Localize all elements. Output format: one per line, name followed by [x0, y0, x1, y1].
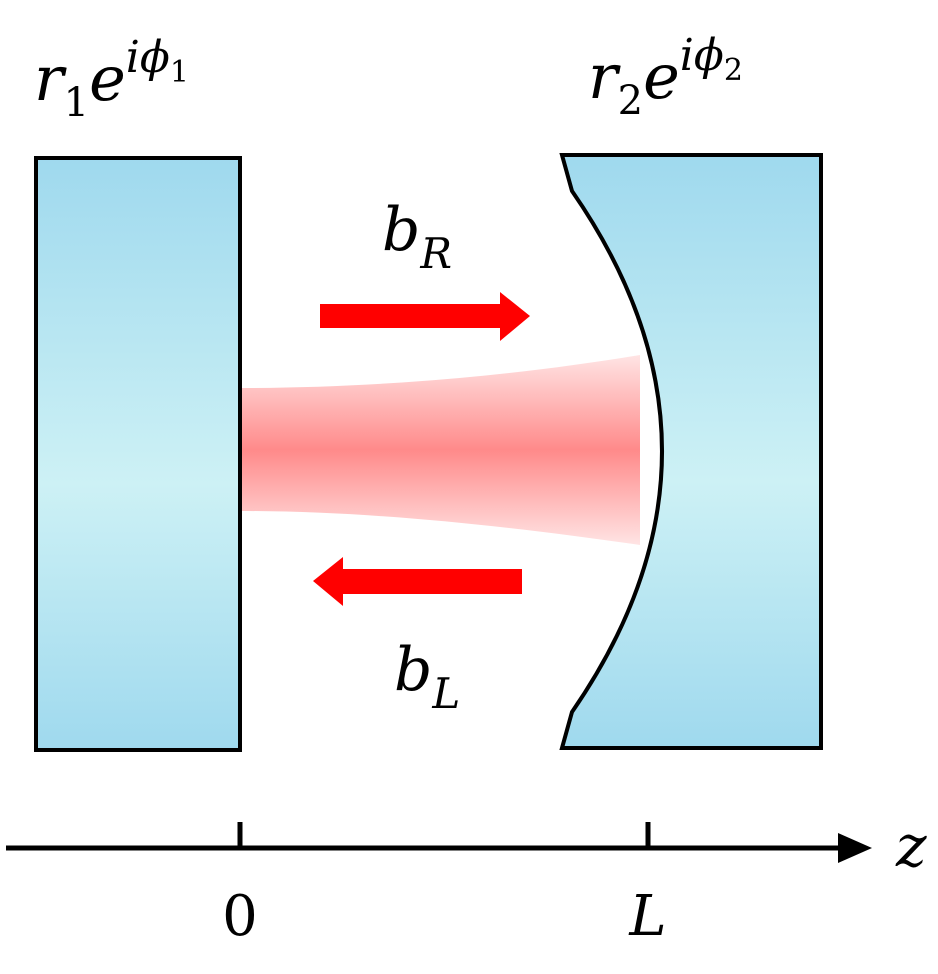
z-axis-label: z: [895, 812, 927, 880]
arrow-right: [320, 292, 530, 341]
right-mirror: [559, 153, 823, 750]
left-mirror-label: r1eiϕ1: [34, 32, 189, 126]
laser-beam: [240, 355, 640, 545]
tick-l-label: L: [628, 884, 666, 949]
arrow-left: [313, 557, 522, 606]
axis-arrowhead: [838, 833, 872, 863]
wave-left-label: bL: [394, 635, 460, 718]
right-mirror-label: r2eiϕ2: [588, 30, 743, 124]
wave-right-label: bR: [382, 195, 452, 278]
tick-zero-label: 0: [222, 884, 258, 949]
left-mirror: [34, 156, 242, 752]
z-axis: [6, 822, 872, 863]
